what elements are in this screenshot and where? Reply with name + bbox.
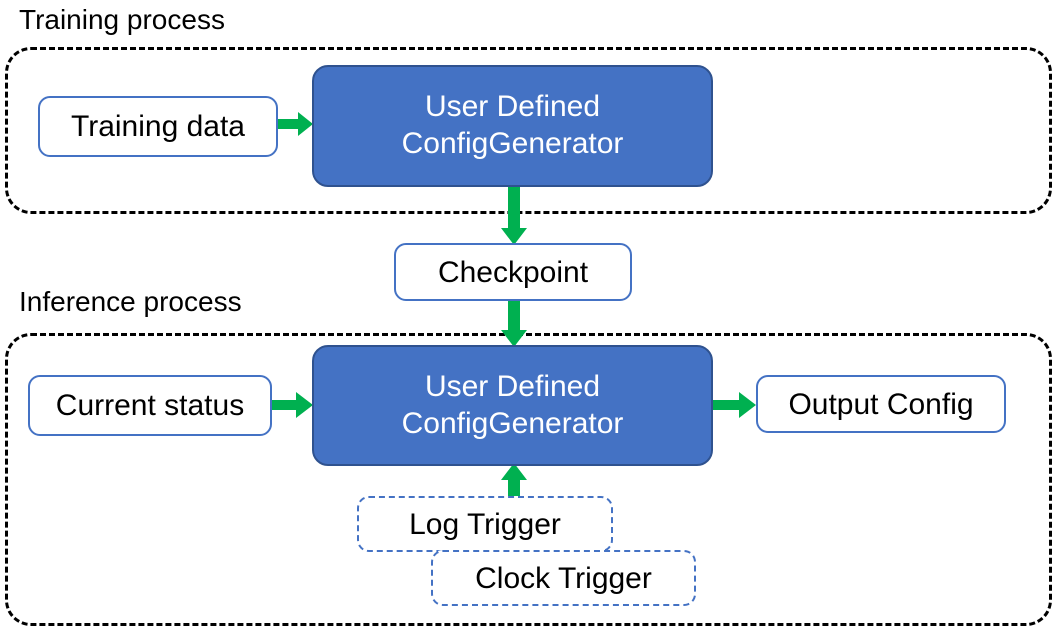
node-log-trigger[interactable]: Log Trigger: [357, 496, 613, 552]
node-config-generator-training-label: User Defined ConfigGenerator: [402, 89, 624, 162]
node-clock-trigger-label: Clock Trigger: [475, 561, 652, 595]
node-log-trigger-label: Log Trigger: [409, 507, 561, 541]
arrow-checkpoint-to-config-generator: [500, 298, 528, 348]
arrow-config-generator-to-output-config: [713, 390, 757, 420]
node-config-generator-inference-label: User Defined ConfigGenerator: [402, 369, 624, 442]
training-process-caption: Training process: [19, 4, 225, 35]
arrow-current-status-to-config-generator: [272, 390, 314, 420]
node-config-generator-inference-label-line2: ConfigGenerator: [401, 406, 624, 440]
node-config-generator-training[interactable]: User Defined ConfigGenerator: [312, 65, 713, 187]
node-output-config-label: Output Config: [788, 387, 974, 421]
inference-process-caption: Inference process: [19, 286, 242, 317]
node-config-generator-training-label-line2: ConfigGenerator: [401, 127, 624, 160]
arrow-training-data-to-config-generator: [278, 110, 314, 138]
node-config-generator-inference[interactable]: User Defined ConfigGenerator: [312, 345, 713, 466]
node-config-generator-training-label-line1: User Defined: [424, 90, 601, 124]
node-output-config[interactable]: Output Config: [756, 375, 1006, 433]
node-clock-trigger[interactable]: Clock Trigger: [431, 550, 696, 606]
arrow-triggers-to-config-generator: [500, 463, 528, 505]
node-training-data[interactable]: Training data: [38, 96, 278, 157]
node-config-generator-inference-label-line1: User Defined: [424, 369, 601, 403]
node-current-status[interactable]: Current status: [28, 375, 272, 436]
node-training-data-label: Training data: [71, 110, 245, 143]
arrow-config-generator-to-checkpoint: [500, 184, 528, 246]
node-current-status-label: Current status: [55, 389, 245, 422]
inference-process-group: [5, 333, 1052, 626]
node-checkpoint-label: Checkpoint: [437, 255, 589, 289]
training-process-group: [5, 47, 1052, 214]
node-checkpoint[interactable]: Checkpoint: [394, 243, 632, 301]
